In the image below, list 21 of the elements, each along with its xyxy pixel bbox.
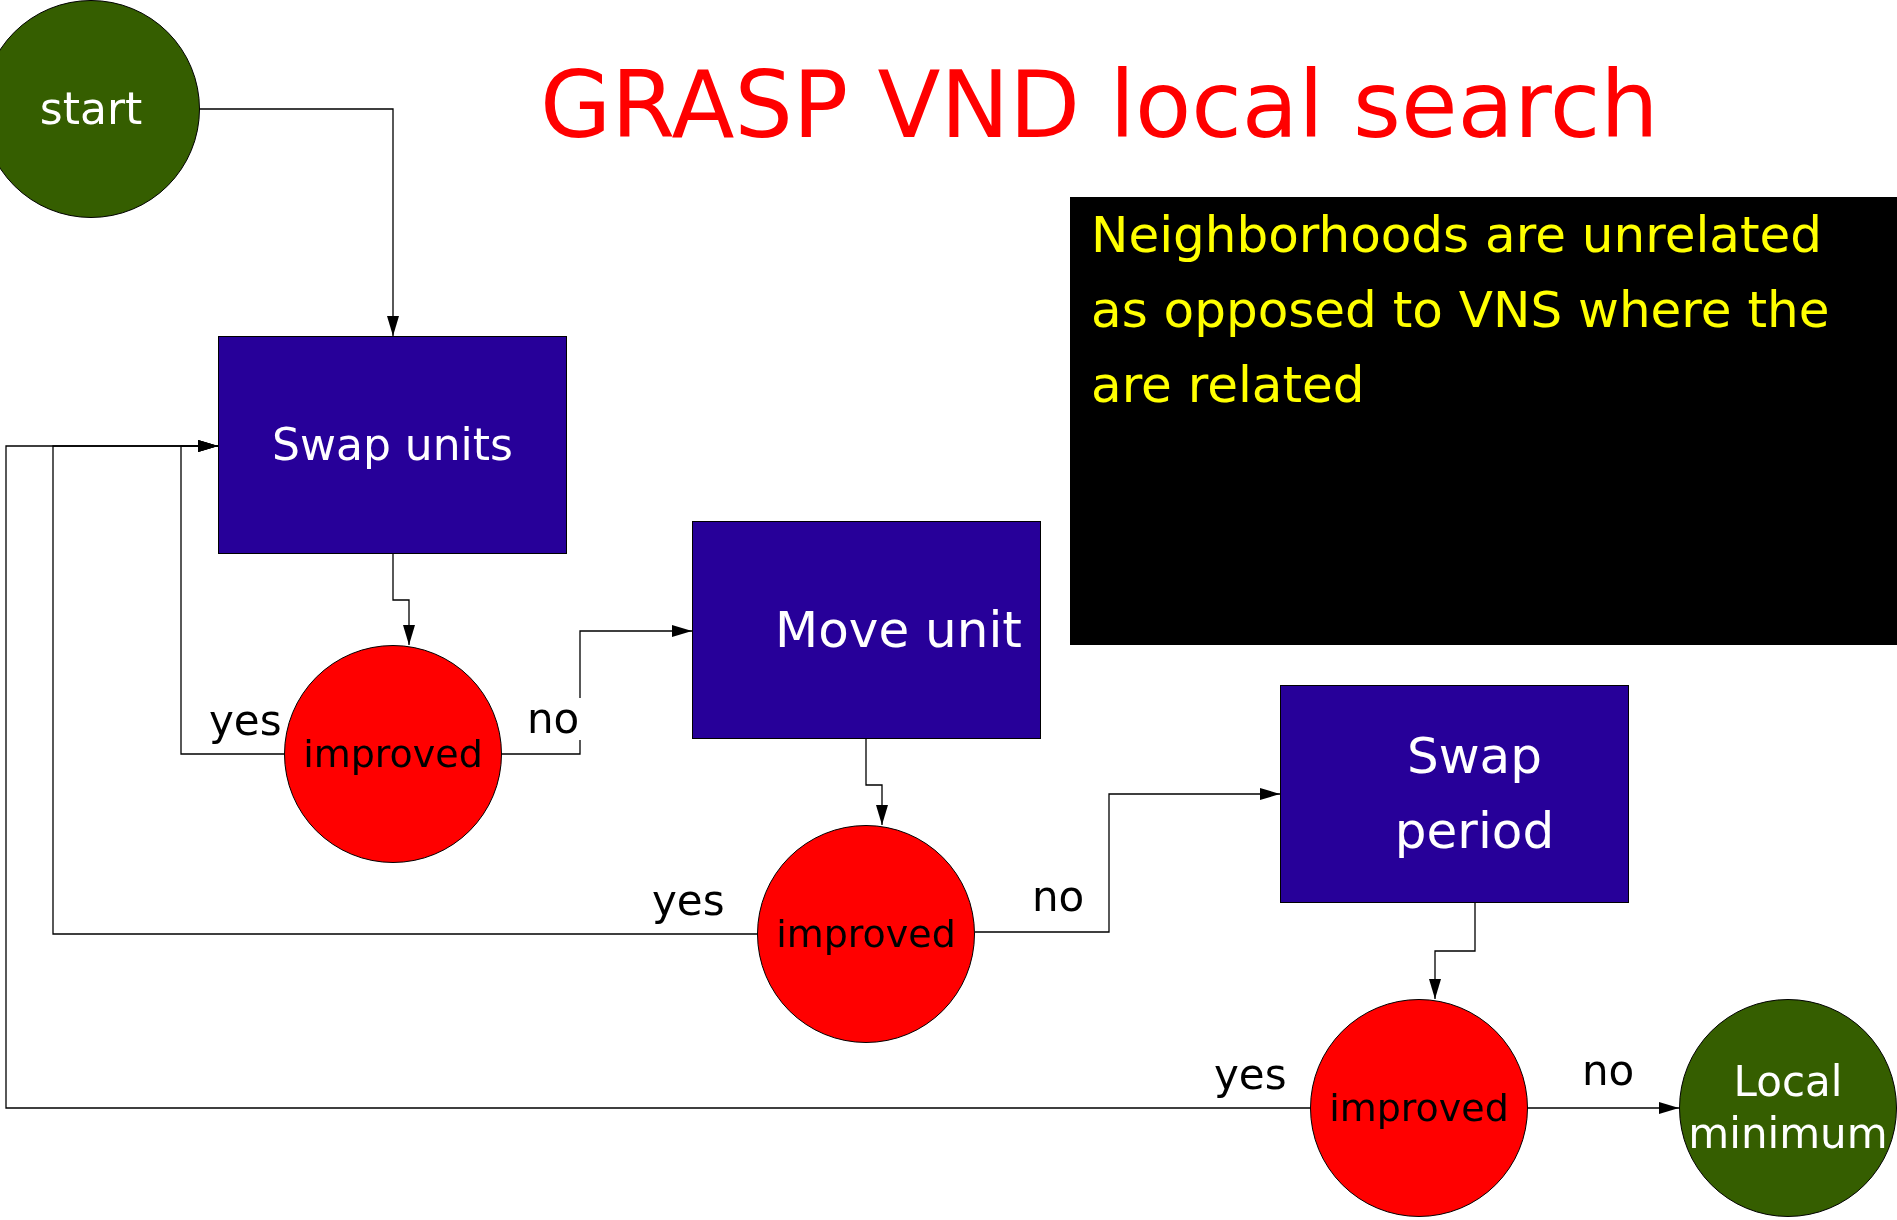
process-box bbox=[1280, 685, 1629, 903]
node-text: improved bbox=[776, 910, 956, 958]
node-text: Local minimum bbox=[1687, 1055, 1889, 1160]
arrow bbox=[199, 108, 399, 337]
arrow bbox=[392, 553, 415, 646]
process-box bbox=[692, 521, 1041, 739]
arrow bbox=[974, 788, 1281, 933]
node-text: improved bbox=[1329, 1084, 1509, 1132]
node-text: Swap units bbox=[272, 418, 513, 472]
process-box bbox=[218, 336, 567, 554]
title: GRASP VND local search bbox=[540, 60, 1659, 152]
note-box bbox=[1070, 197, 1897, 645]
arrow bbox=[1429, 902, 1476, 1000]
node-text: improved bbox=[303, 730, 483, 778]
node-text: Swap period bbox=[1393, 726, 1556, 862]
arrow bbox=[1527, 1102, 1680, 1114]
arrow bbox=[865, 738, 888, 826]
node-text: Neighborhoods are unrelated as opposed to VNS where the are related bbox=[1091, 205, 1831, 416]
arrow bbox=[5, 440, 1311, 1109]
node-text: start bbox=[39, 82, 143, 136]
node-text: Move unit bbox=[775, 599, 1022, 661]
